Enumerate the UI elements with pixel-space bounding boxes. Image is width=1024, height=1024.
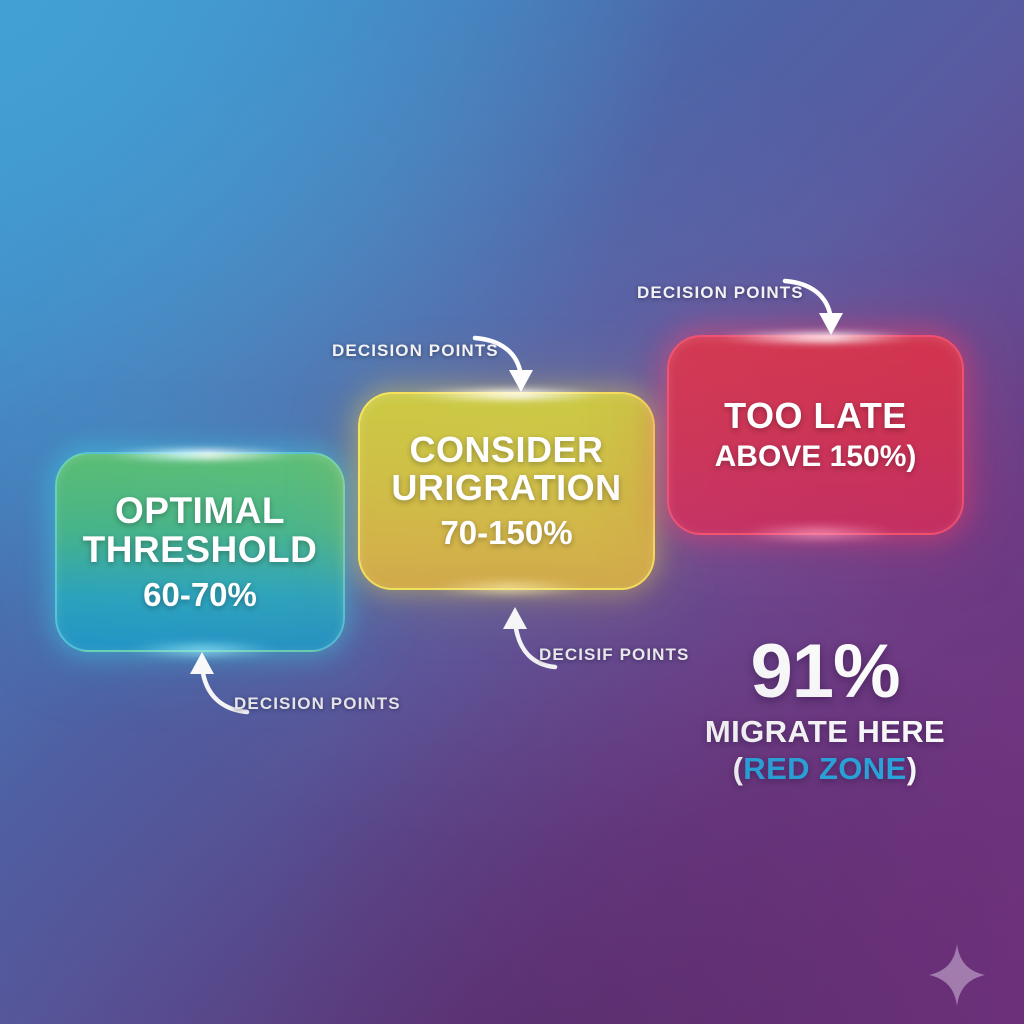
- annotation-decision-points-optimal: DECISION POINTS: [234, 694, 401, 713]
- stat-caption: MIGRATE HERE: [704, 714, 946, 750]
- stat-value: 91%: [750, 629, 900, 714]
- card-title-line-2: THRESHOLD: [82, 528, 318, 570]
- card-bottom-glow: [739, 528, 898, 538]
- card-top-highlight: [406, 390, 607, 399]
- card-title-line-1: CONSIDER: [409, 428, 604, 470]
- annotation-decision-points-too-late: DECISION POINTS: [637, 283, 804, 302]
- annotation-decisif-points-consider-bottom: DECISIF POINTS: [539, 645, 690, 664]
- card-title-line-1: TOO LATE: [724, 395, 907, 437]
- card-bottom-glow: [430, 583, 589, 593]
- card-consider-urigration[interactable]: CONSIDER URIGRATION 70-150%: [358, 390, 655, 593]
- card-title-line-2: URIGRATION: [391, 466, 622, 508]
- card-top-highlight: [715, 333, 916, 342]
- card-optimal-threshold[interactable]: OPTIMAL THRESHOLD 60-70%: [55, 450, 345, 655]
- stat-zone-label: RED ZONE: [743, 750, 907, 786]
- stat-paren-open: (: [732, 750, 744, 786]
- card-range-value: ABOVE 150%): [714, 439, 917, 473]
- card-range-value: 70-150%: [440, 514, 573, 551]
- sparkle-icon: [929, 944, 985, 1006]
- card-title: OPTIMAL THRESHOLD: [82, 489, 318, 570]
- card-too-late[interactable]: TOO LATE ABOVE 150%): [667, 333, 964, 538]
- card-title: TOO LATE: [724, 397, 907, 435]
- stat-zone-line: (RED ZONE): [690, 751, 960, 788]
- card-title-line-1: OPTIMAL: [115, 489, 285, 531]
- card-title: CONSIDER URIGRATION: [391, 428, 622, 508]
- card-bottom-glow: [125, 645, 281, 655]
- stat-block: 91% MIGRATE HERE (RED ZONE): [690, 629, 960, 788]
- stat-paren-close: ): [906, 750, 918, 786]
- card-range-value: 60-70%: [143, 576, 257, 614]
- card-top-highlight: [102, 450, 298, 459]
- annotation-decision-points-consider-top: DECISION POINTS: [332, 341, 499, 360]
